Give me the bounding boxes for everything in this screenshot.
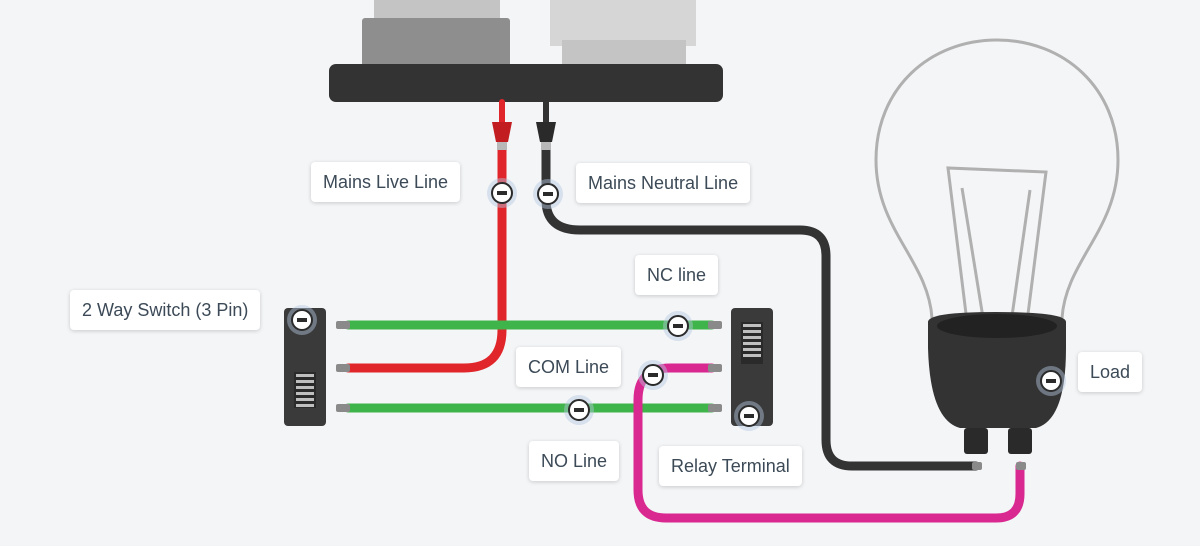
switch-marker-icon[interactable] bbox=[291, 309, 313, 331]
nc-line-marker-icon[interactable] bbox=[667, 315, 689, 337]
relay-terminal-marker-icon[interactable] bbox=[738, 405, 760, 427]
no-line-marker-icon[interactable] bbox=[568, 399, 590, 421]
load-label: Load bbox=[1078, 352, 1143, 392]
switch-label: 2 Way Switch (3 Pin) bbox=[70, 290, 261, 330]
bulb-glass bbox=[874, 38, 1120, 331]
wire-ends bbox=[336, 321, 1026, 470]
load-marker-icon[interactable] bbox=[1040, 370, 1062, 392]
relay-terminal-label: Relay Terminal bbox=[659, 446, 802, 486]
two-way-switch bbox=[284, 308, 326, 426]
nc-line-label: NC line bbox=[635, 255, 719, 295]
live-wire bbox=[343, 145, 507, 373]
live-plug bbox=[492, 122, 512, 150]
mains-live-label: Mains Live Line bbox=[311, 162, 461, 202]
neutral-plug bbox=[536, 122, 556, 150]
mains-neutral-label: Mains Neutral Line bbox=[576, 163, 751, 203]
neutral-wire bbox=[541, 145, 981, 471]
no-line-label: NO Line bbox=[529, 441, 620, 481]
com-line-marker-icon[interactable] bbox=[642, 364, 664, 386]
com-line-label: COM Line bbox=[516, 347, 622, 387]
relay-terminal bbox=[731, 308, 773, 426]
mains-neutral-marker-icon[interactable] bbox=[537, 183, 559, 205]
mains-socket bbox=[329, 0, 723, 102]
mains-live-marker-icon[interactable] bbox=[491, 182, 513, 204]
bulb-base bbox=[928, 312, 1066, 454]
